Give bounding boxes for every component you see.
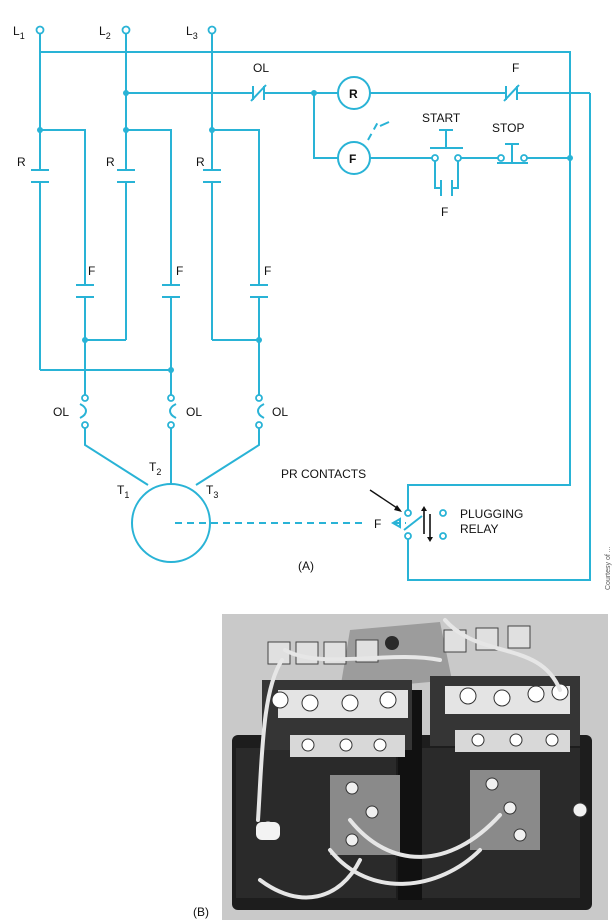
ol-3-label: OL (272, 405, 288, 419)
pr-contact-blade (403, 515, 423, 531)
pr-contacts-label: PR CONTACTS (281, 467, 366, 481)
r-contact-3 (203, 169, 221, 183)
relay-terminal (439, 509, 447, 517)
ol-control-label: OL (253, 61, 269, 75)
f-contact-1-label: F (88, 264, 95, 278)
t2-label: T2 (149, 460, 161, 477)
f-contact-1 (76, 284, 94, 298)
direction-arrow (390, 517, 401, 529)
credit-text: Courtesy of ... (605, 546, 612, 590)
l1-control-wire (40, 51, 571, 158)
caption-b: (B) (193, 905, 209, 919)
caption-a: (A) (298, 559, 314, 573)
start-terminal (454, 154, 462, 162)
f-interlock-contact (505, 86, 590, 100)
mechanical-interlock (367, 121, 379, 141)
ol-2-label: OL (186, 405, 202, 419)
overload-2 (167, 394, 177, 429)
l2-terminal (121, 25, 131, 35)
forward-branch-wire (313, 93, 339, 159)
pr-pointer-arrow (394, 505, 402, 512)
f-contact-3 (250, 284, 268, 298)
ol-1-label: OL (53, 405, 69, 419)
plugging-f-label: F (374, 517, 381, 531)
pr-terminal (404, 532, 412, 540)
l1-label: L1 (13, 24, 25, 41)
t3-label: T3 (206, 483, 218, 500)
f-branch-1 (40, 129, 86, 340)
l1-terminal (35, 25, 45, 35)
stop-button (497, 143, 528, 164)
f-interlock-label: F (512, 61, 519, 75)
line-labels: L1 L2 L3 (13, 24, 198, 41)
f-contact-3-label: F (264, 264, 271, 278)
mechanical-interlock-tick (379, 121, 390, 127)
t3-lead (195, 428, 260, 486)
junction (256, 337, 262, 343)
relay-terminal (439, 532, 447, 540)
plugging-relay-photo (222, 614, 608, 920)
pr-pointer-line (369, 489, 401, 511)
pr-return-wire (407, 93, 591, 581)
start-button (430, 129, 463, 149)
f-branch-2 (126, 129, 172, 395)
stop-label: STOP (492, 121, 524, 135)
f-contact-2 (162, 284, 180, 298)
t1-label: T1 (117, 483, 129, 500)
start-terminal (431, 154, 439, 162)
f-interlock-slash (503, 84, 520, 102)
motor (131, 483, 211, 563)
pr-rotation-arrows (423, 508, 431, 540)
overload-1 (79, 394, 89, 429)
r-contact-1-label: R (17, 155, 26, 169)
l3-terminal (207, 25, 217, 35)
r-contact-2-label: R (106, 155, 115, 169)
t1-lead (84, 428, 149, 486)
overload-3 (255, 394, 265, 429)
ol-control-contact (252, 86, 339, 100)
plugging-relay-label-1: PLUGGING (460, 507, 523, 521)
l3-label: L3 (186, 24, 198, 41)
stop-terminal (497, 154, 505, 162)
pr-feed-wire (407, 158, 571, 510)
f-contact-2-label: F (176, 264, 183, 278)
junction (168, 367, 174, 373)
ol-contact-slash (250, 84, 267, 102)
r-contact-3-label: R (196, 155, 205, 169)
f-branch-3 (212, 129, 260, 395)
forward-coil-label: F (349, 152, 356, 166)
stop-terminal (520, 154, 528, 162)
f-holding-contact (434, 161, 459, 196)
reverse-coil-label: R (349, 87, 358, 101)
r-contact-2 (117, 169, 135, 183)
start-label: START (422, 111, 461, 125)
f-holding-label: F (441, 205, 448, 219)
plugging-relay-label-2: RELAY (460, 522, 498, 536)
r-contact-1 (31, 169, 49, 183)
pr-terminal (404, 509, 412, 517)
l2-label: L2 (99, 24, 111, 41)
pr-arrowheads (421, 506, 433, 542)
